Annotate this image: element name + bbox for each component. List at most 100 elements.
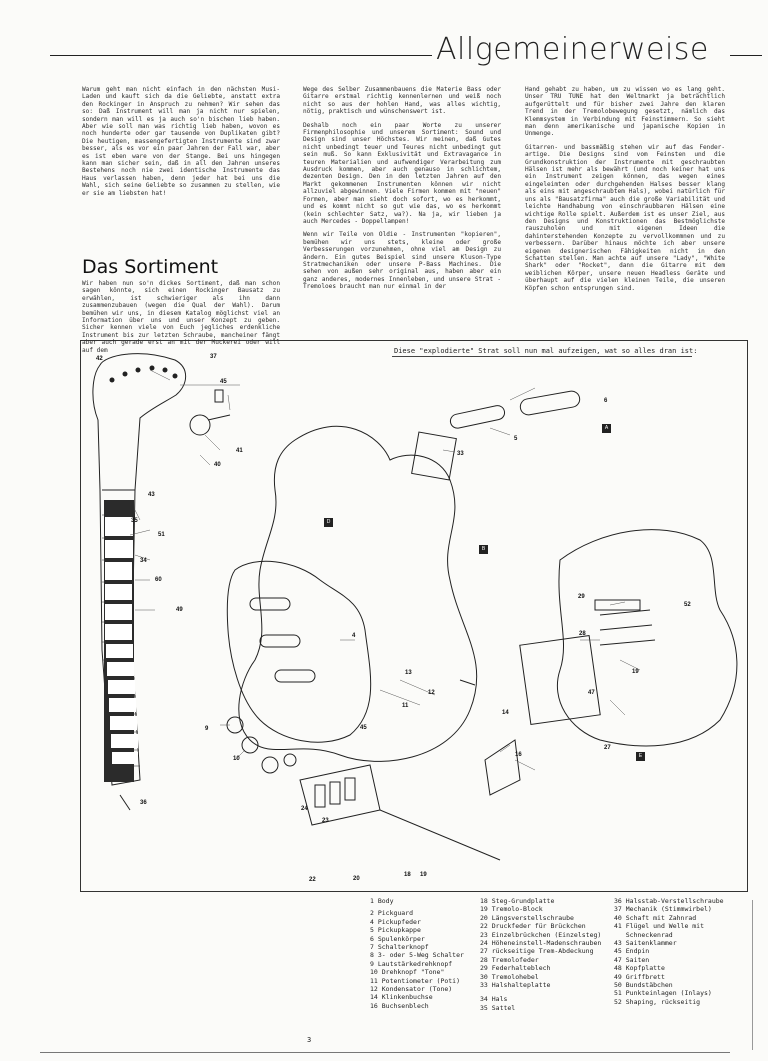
callout-40: 40 (214, 462, 221, 468)
legend-item: 48 Kopfplatte (614, 964, 665, 973)
legend-item: 50 Bundstäbchen (614, 981, 673, 990)
callout-45-lower: 45 (360, 725, 367, 731)
exploded-guitar-drawing (92, 353, 738, 861)
callout-23: 23 (322, 818, 329, 824)
col3-paragraph-2: Gitarren- und bassmäßig stehen wir auf d… (525, 143, 725, 292)
springs-drawing (594, 599, 656, 646)
callout-41: 41 (236, 448, 243, 454)
callout-45: 45 (220, 379, 227, 385)
parts-legend-col3: 36 Halsstab-Verstellschraube 37 Mechanik… (614, 897, 746, 1006)
legend-item: 12 Kondensator (Tone) (370, 985, 453, 994)
pickups-drawing (249, 390, 581, 683)
text-column-3: Hand gehabt zu haben, um zu wissen wo es… (525, 86, 725, 298)
callout-11: 11 (402, 703, 409, 709)
legend-item: 29 Federhalteblech (480, 964, 551, 973)
header-rule-left (50, 55, 432, 57)
legend-item: 8 3- oder 5-Weg Schalter (370, 951, 464, 960)
section-title: Das Sortiment (82, 256, 219, 278)
footer-rule (40, 1052, 730, 1053)
page-number: 3 (307, 1036, 312, 1044)
body-drawing (238, 425, 478, 762)
callout-49: 49 (176, 607, 183, 613)
legend-item: 45 Endpin (614, 947, 650, 956)
callout-14: 14 (502, 710, 509, 716)
legend-item: 5 Pickupkappe (370, 926, 421, 935)
knobs-drawing (226, 716, 297, 774)
neck-drawing (92, 353, 187, 786)
right-margin-rule (752, 900, 753, 1050)
text-column-2: Wege des Selber Zusammenbauens die Mater… (303, 86, 501, 297)
legend-item: 41 Flügel und Welle mit (614, 922, 705, 931)
callout-52: 52 (684, 602, 691, 608)
legend-item: 40 Schaft mit Zahnrad (614, 913, 697, 922)
callout-10: 10 (233, 756, 240, 762)
legend-item: 19 Tremolo-Block (480, 905, 543, 914)
parts-legend-col1: 1 Body 2 Pickguard 4 Pickupfeder 5 Picku… (370, 897, 480, 1010)
legend-item: 23 Einzelbrückchen (Einzelsteg) (480, 930, 602, 939)
callout-29: 29 (578, 594, 585, 600)
legend-item: 52 Shaping, rückseitig (614, 997, 701, 1006)
text-column-1: Warum geht man nicht einfach in den näch… (82, 86, 280, 203)
legend-item: 43 Saitenklammer (614, 939, 677, 948)
callout-36: 36 (140, 800, 147, 806)
callout-33: 33 (457, 451, 464, 457)
callout-13: 13 (405, 670, 412, 676)
callout-5: 5 (514, 436, 518, 442)
marker-d: D (324, 518, 333, 527)
callout-42: 42 (96, 356, 103, 362)
col1-paragraph-1: Warum geht man nicht einfach in den näch… (82, 86, 280, 197)
legend-item: 1 Body (370, 897, 394, 905)
pickguard-drawing (226, 560, 372, 743)
legend-item: 20 Längsverstellschraube (480, 913, 574, 922)
legend-item: 7 Schalterknopf (370, 943, 429, 952)
header-title: Allgemeinerweise (436, 32, 709, 67)
callout-37: 37 (210, 354, 217, 360)
text-column-1b: Wir haben nun so'n dickes Sortiment, daß… (82, 280, 280, 360)
callout-43: 43 (148, 492, 155, 498)
callout-22: 22 (309, 877, 316, 883)
callout-6: 6 (604, 398, 608, 404)
header-rule-right (730, 55, 762, 57)
parts-legend-col2: 18 Steg-Grundplatte 19 Tremolo-Block 20 … (480, 897, 610, 1012)
jackplate-drawing (484, 739, 521, 796)
legend-item: Schneckenrad (614, 930, 673, 939)
callout-51: 51 (158, 532, 165, 538)
callout-19-upper: 19 (632, 669, 639, 675)
legend-item: 10 Drehknopf "Tone" (370, 968, 445, 977)
callout-27: 27 (604, 745, 611, 751)
callout-47: 47 (588, 690, 595, 696)
trem-cover-drawing (519, 634, 601, 726)
callout-24: 24 (301, 806, 308, 812)
callout-20: 20 (353, 876, 360, 882)
callout-60: 60 (155, 577, 162, 583)
marker-e: E (636, 752, 645, 761)
callout-9: 9 (205, 726, 209, 732)
legend-item: 16 Buchsenblech (370, 1001, 429, 1010)
legend-item: 9 Lautstärkedrehknopf (370, 959, 453, 968)
col1-paragraph-2: Wir haben nun so'n dickes Sortiment, daß… (82, 280, 280, 354)
tuner-drawing (189, 389, 231, 436)
col2-paragraph-3: Wenn wir Teile von Oldie - Instrumenten … (303, 231, 501, 291)
legend-item: 22 Druckfeder für Brückchen (480, 922, 586, 931)
legend-item: 37 Mechanik (Stimmwirbel) (614, 905, 712, 914)
col2-paragraph-2: Deshalb noch ein paar Worte zu unserer F… (303, 121, 501, 225)
callout-12: 12 (428, 690, 435, 696)
col2-paragraph-1: Wege des Selber Zusammenbauens die Mater… (303, 86, 501, 116)
legend-item: 28 Tremolofeder (480, 955, 539, 964)
callout-34: 34 (140, 558, 147, 564)
legend-item: 2 Pickguard (370, 909, 414, 918)
marker-b: B (479, 545, 488, 554)
legend-item: 33 Halshalteplatte (480, 981, 551, 990)
callout-35: 35 (131, 518, 138, 524)
rear-body-drawing (556, 529, 738, 747)
legend-item: 24 Höheneinstell-Madenschrauben (480, 939, 602, 948)
callout-28: 28 (579, 631, 586, 637)
neckplate-drawing (411, 431, 457, 481)
callout-19-lower: 19 (420, 872, 427, 878)
callout-18: 18 (404, 872, 411, 878)
bridge-drawing (299, 764, 501, 861)
legend-item: 35 Sattel (480, 1003, 516, 1012)
callout-16: 16 (515, 752, 522, 758)
legend-item: 11 Potentiometer (Poti) (370, 976, 461, 985)
exploded-strat-diagram (80, 340, 748, 892)
